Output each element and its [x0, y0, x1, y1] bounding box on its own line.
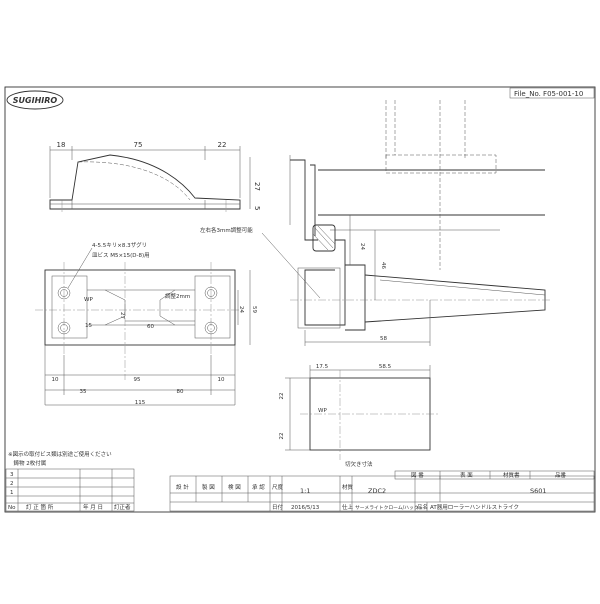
company-logo: SUGIHIRO: [6, 90, 64, 110]
note-line1: ※図示の取付ビス類は別途ご使用ください: [8, 450, 112, 458]
rev-row-3: 3: [10, 472, 14, 478]
finish-value: サーメライトクローム/ハック: [355, 505, 419, 511]
file-no: File_No. F05-001-10: [514, 90, 583, 98]
finish-label: 仕上: [342, 503, 354, 511]
dim-15: 15: [85, 323, 92, 329]
scale-value: 1:1: [300, 487, 310, 495]
revision-table: 3 2 1 No 訂 正 箇 所 年 月 日 訂正者: [5, 468, 135, 512]
code-header-3: 品番: [555, 472, 567, 479]
code-header-2: 材質書: [503, 471, 520, 479]
dim-58-5: 58.5: [379, 364, 392, 370]
scale-label: 尺度: [272, 483, 284, 491]
logo-text: SUGIHIRO: [13, 96, 58, 105]
dim-60: 60: [147, 324, 154, 330]
rev-header-loc: 訂 正 箇 所: [26, 503, 54, 511]
dim-22a: 22: [279, 393, 285, 400]
material-value: ZDC2: [368, 487, 386, 495]
rev-header-date: 年 月 日: [83, 503, 103, 511]
code-header-1: 表 面: [460, 471, 473, 479]
dim-22b: 22: [279, 433, 285, 440]
dim-24s: 24: [359, 243, 365, 250]
dim-35: 35: [80, 389, 87, 395]
dim-10b: 10: [218, 377, 225, 383]
dim-58: 58: [380, 336, 387, 342]
rev-row-1: 1: [10, 490, 14, 496]
dim-27b: 27: [119, 312, 125, 319]
hdr-design: 設 計: [176, 483, 189, 491]
dim-75: 75: [134, 141, 143, 149]
dim-22: 22: [218, 141, 227, 149]
dim-59: 59: [251, 306, 257, 313]
cutout-caption: 切欠き寸法: [345, 460, 373, 468]
date-label: 日付: [272, 503, 284, 511]
plan-view: 4-5.5キリ×8.3ザグリ 皿ビス M5×15(D-8)用 調整2mm WP …: [35, 241, 257, 406]
rev-row-2: 2: [10, 481, 14, 487]
name-label: 品名: [417, 503, 428, 511]
cutout-view: 17.5 58.5 22 22 WP 切欠き寸法: [279, 364, 440, 468]
product-name: AT器用ローラーハンドルストライク: [430, 504, 519, 511]
dim-18: 18: [57, 141, 66, 149]
title-block: 図 番 表 面 材質書 品番 設 計 製 図 検 図 承 認 尺度 1:1 材質…: [169, 470, 595, 512]
section-view: 左右各3mm調整可能 24 46 58: [200, 100, 550, 346]
wp-label-cutout: WP: [318, 408, 327, 414]
hdr-approve: 承 認: [252, 483, 265, 491]
hdr-check: 検 図: [228, 483, 241, 491]
screw-note: 皿ビス M5×15(D-8)用: [92, 251, 150, 259]
dim-5: 5: [253, 206, 261, 210]
dim-80: 80: [177, 389, 184, 395]
dim-27: 27: [253, 182, 261, 191]
side-view: 18 75 22 27 5: [49, 141, 261, 212]
dim-24: 24: [238, 306, 244, 313]
rev-header-sign: 訂正者: [114, 503, 131, 511]
rev-header-no: No: [8, 505, 16, 511]
drawing-border: [4, 86, 596, 513]
product-code: S601: [530, 487, 547, 495]
dim-115: 115: [135, 400, 146, 406]
code-header-0: 図 番: [411, 472, 424, 479]
section-note: 左右各3mm調整可能: [200, 226, 253, 234]
hdr-draft: 製 図: [202, 483, 215, 491]
dim-10a: 10: [52, 377, 59, 383]
hole-note: 4-5.5キリ×8.3ザグリ: [92, 241, 147, 249]
material-label: 材質: [342, 483, 354, 491]
dim-95: 95: [134, 377, 141, 383]
adjust-note: 調整2mm: [165, 292, 190, 300]
dim-17-5: 17.5: [316, 364, 329, 370]
note-line2: 鋳物 2枚付属: [8, 459, 46, 467]
dim-46: 46: [380, 262, 386, 269]
file-no-box: [509, 87, 595, 99]
wp-label: WP: [84, 297, 93, 303]
date-value: 2016/5/13: [291, 505, 320, 511]
